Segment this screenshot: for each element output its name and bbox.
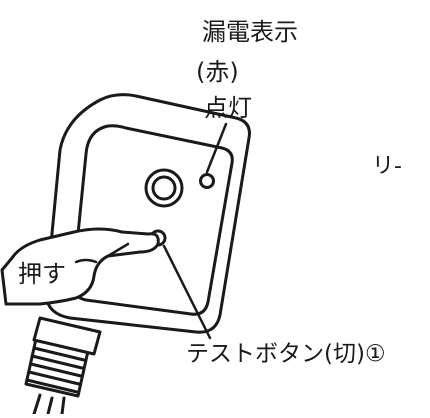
cable-strand (46, 396, 54, 416)
reset-button-outer (144, 168, 184, 208)
cable-strand (32, 393, 42, 416)
connector-collar (32, 316, 102, 356)
device-face-panel (71, 124, 234, 316)
lit-label: 点灯 (204, 94, 252, 122)
indicator-leader-line (205, 122, 228, 174)
press-label: 押す (18, 260, 66, 288)
side-text-label: リ- (372, 154, 402, 179)
test-button-label: テストボタン(切)① (186, 341, 386, 367)
reset-button-inner (151, 175, 177, 201)
leak-indicator-label: 漏電表示 (202, 18, 298, 46)
indicator-lamp-icon (199, 173, 215, 189)
red-color-label: (赤) (196, 58, 239, 86)
cable-strand (60, 396, 66, 416)
test-button-leader-line (162, 244, 212, 340)
hand-pressing-icon (0, 227, 160, 306)
